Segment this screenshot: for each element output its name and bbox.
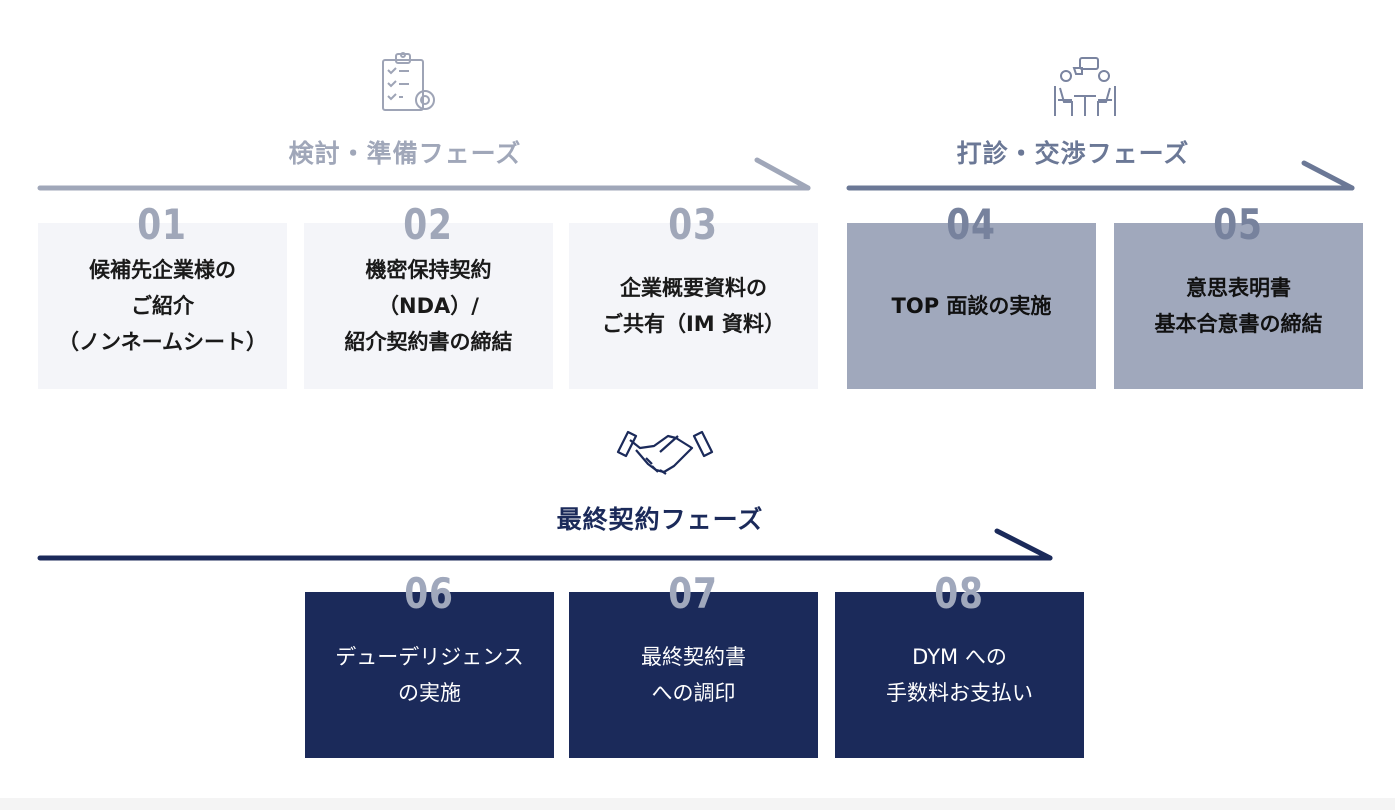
step-text: 最終契約書 への調印 — [641, 645, 746, 705]
handshake-icon — [616, 430, 714, 475]
step-text: TOP 面談の実施 — [891, 294, 1052, 318]
step-text: 候補先企業様の ご紹介 （ノンネームシート） — [58, 258, 267, 354]
phase2-arrow — [846, 160, 1355, 191]
step-text: DYM への 手数料お支払い — [886, 645, 1033, 705]
step-number: 01 — [137, 200, 187, 249]
step-box: TOP 面談の実施 — [847, 223, 1096, 389]
step-number: 08 — [934, 569, 984, 618]
step-box: デューデリジェンス の実施 — [305, 592, 554, 758]
step-text: 機密保持契約 （NDA）/ 紹介契約書の締結 — [344, 258, 513, 354]
step-box: 候補先企業様の ご紹介 （ノンネームシート） — [38, 223, 287, 389]
step-number: 04 — [946, 200, 996, 249]
phase-title: 打診・交渉フェーズ — [956, 139, 1190, 168]
clipboard-checklist-gear-icon — [382, 52, 435, 111]
step-box: 最終契約書 への調印 — [569, 592, 818, 758]
step-number: 02 — [403, 200, 453, 249]
step-box: 意思表明書 基本合意書の締結 — [1114, 223, 1363, 389]
step-text: 意思表明書 基本合意書の締結 — [1154, 276, 1323, 336]
step-number: 06 — [404, 569, 454, 618]
phase1-arrow — [37, 157, 811, 191]
step-box: 機密保持契約 （NDA）/ 紹介契約書の締結 — [304, 223, 553, 389]
step-number: 03 — [668, 200, 718, 249]
step-box: 企業概要資料の ご共有（IM 資料） — [569, 223, 818, 389]
phase-title: 検討・準備フェーズ — [288, 139, 522, 168]
phase3-arrow — [37, 528, 1053, 561]
meeting-people-icon — [1054, 57, 1116, 116]
step-text: 企業概要資料の ご共有（IM 資料） — [601, 276, 786, 336]
footer-strip — [0, 798, 1395, 810]
step-text: デューデリジェンス の実施 — [335, 645, 524, 705]
step-box: DYM への 手数料お支払い — [835, 592, 1084, 758]
step-number: 05 — [1213, 200, 1263, 249]
step-number: 07 — [668, 569, 718, 618]
phase-title: 最終契約フェーズ — [556, 505, 764, 534]
